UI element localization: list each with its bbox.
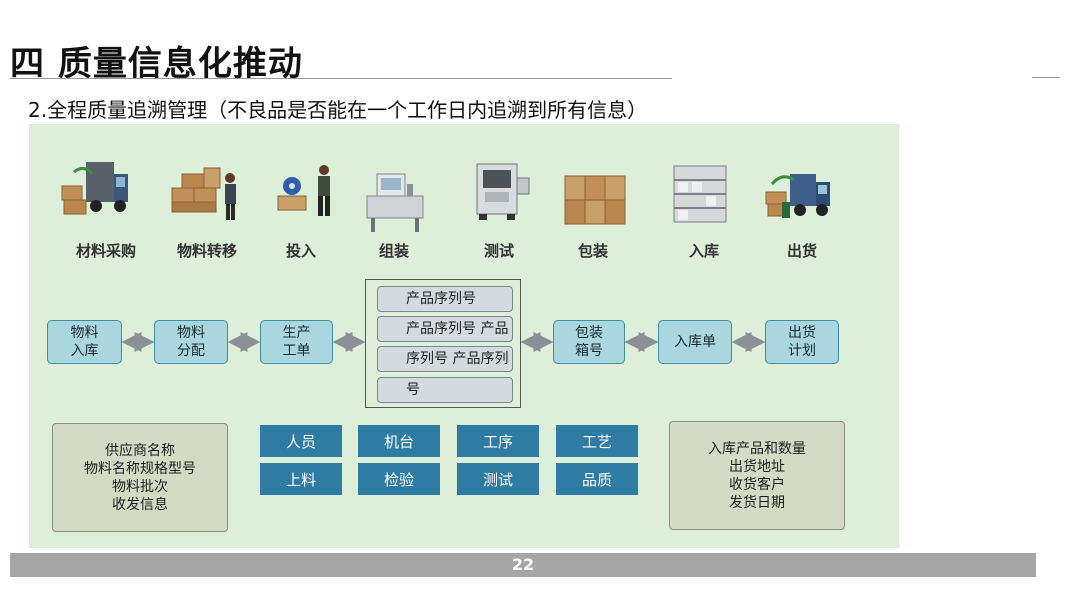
factor-process: 工序 <box>457 425 539 457</box>
warehouse-rack-icon <box>673 165 727 223</box>
factor-personnel: 人员 <box>260 425 342 457</box>
stage-label-packing: 包装 <box>577 242 608 260</box>
stage-label-test: 测试 <box>483 242 514 260</box>
stage-label-input: 投入 <box>285 242 316 260</box>
factor-feeding: 上料 <box>260 463 342 495</box>
shipping-info-box: 入库产品和数量 出货地址 收货客户 发货日期 <box>669 421 845 530</box>
factor-machine: 机台 <box>358 425 440 457</box>
footer-bar: 22 <box>10 553 1036 577</box>
stage-label-material-purchase: 材料采购 <box>75 242 136 260</box>
test-machine-icon <box>476 163 530 220</box>
slide-subtitle: 2.全程质量追溯管理（不良品是否能在一个工作日内追溯到所有信息） <box>28 98 648 122</box>
stage-label-material-transfer: 物料转移 <box>176 242 237 260</box>
factor-inspection: 检验 <box>358 463 440 495</box>
flow-box-material-alloc: 物料 分配 <box>154 320 228 364</box>
shipping-truck-icon <box>765 174 830 218</box>
serial-number-item: 号 <box>377 377 513 403</box>
title-divider-right <box>1032 77 1060 78</box>
cartons-icon <box>564 175 626 225</box>
truck-delivery-icon <box>61 162 128 215</box>
page-number: 22 <box>511 555 535 574</box>
flow-box-stock-in: 入库单 <box>658 320 732 364</box>
flow-box-work-order: 生产 工单 <box>260 320 333 364</box>
worker-boxes-icon <box>171 167 236 220</box>
supplier-info-box: 供应商名称 物料名称规格型号 物料批次 收发信息 <box>52 423 228 532</box>
factor-craft: 工艺 <box>556 425 638 457</box>
flow-box-pack-box: 包装 箱号 <box>553 320 625 364</box>
slide-title: 四 质量信息化推动 <box>10 44 303 84</box>
serial-number-item: 序列号 产品序列 <box>377 346 513 372</box>
stage-label-warehousing: 入库 <box>688 242 719 260</box>
factor-testing: 测试 <box>457 463 539 495</box>
serial-number-item: 产品序列号 <box>377 286 513 312</box>
factor-quality: 品质 <box>556 463 638 495</box>
flow-box-material-in: 物料 入库 <box>47 320 122 364</box>
assembly-machine-icon <box>366 173 424 232</box>
title-divider <box>10 78 672 79</box>
stage-label-shipment: 出货 <box>786 242 817 260</box>
flow-box-ship-plan: 出货 计划 <box>765 320 839 364</box>
worker-loading-icon <box>277 165 330 216</box>
serial-number-item: 产品序列号 产品 <box>377 316 513 342</box>
stage-label-assembly: 组装 <box>378 242 409 260</box>
